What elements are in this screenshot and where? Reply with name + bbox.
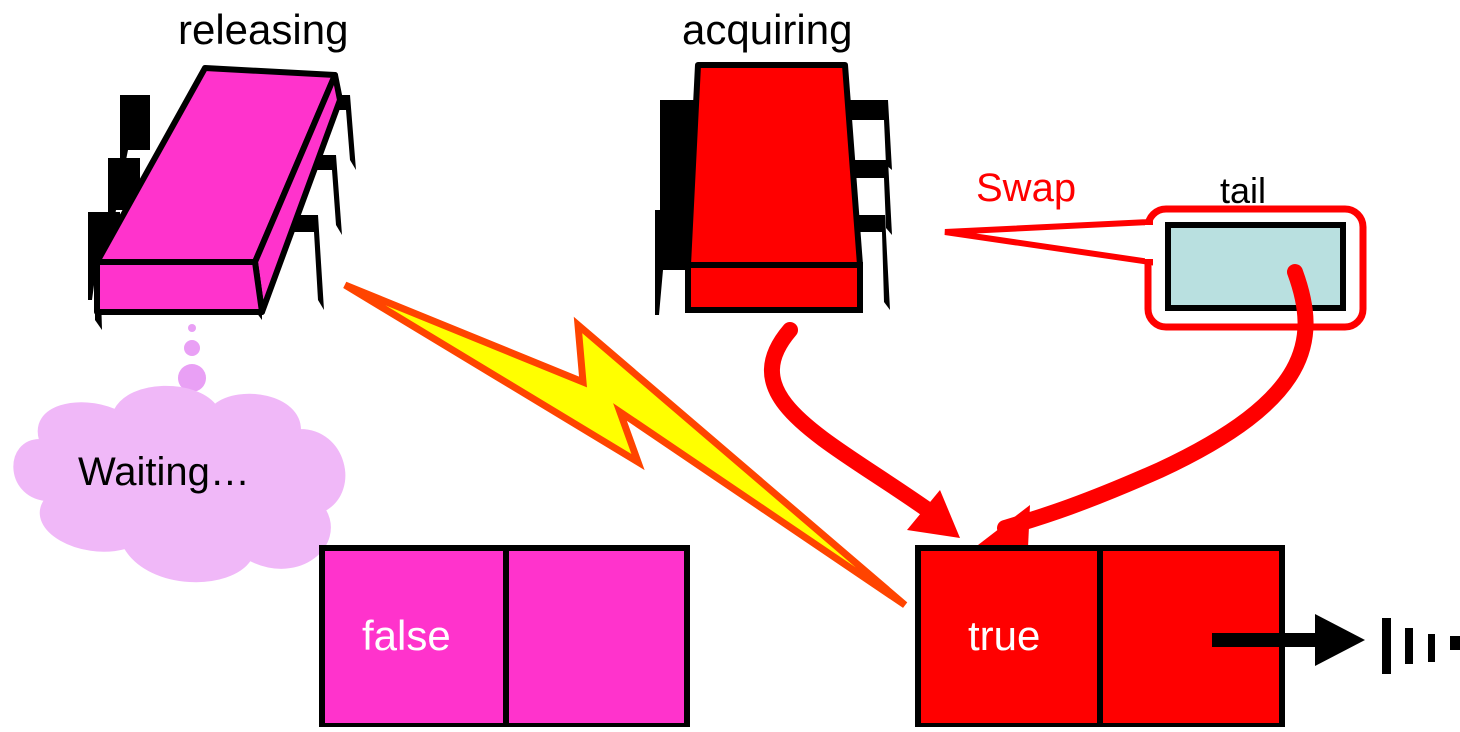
thought-bubble-dots: [178, 324, 206, 392]
false-flag-text: false: [362, 612, 451, 659]
waiting-text: Waiting…: [78, 450, 250, 494]
arrows-to-true-qnode: [763, 264, 1314, 548]
thought-bubble-cloud: [13, 385, 346, 583]
null-ground-symbol: [1382, 618, 1460, 674]
releasing-thread-chip: [88, 65, 356, 330]
acquiring-label: acquiring: [682, 6, 853, 53]
swap-callout-pointer: [944, 218, 1153, 266]
releasing-label: releasing: [178, 6, 349, 53]
swap-callout-joint: [1145, 225, 1159, 259]
tail-to-qnode-arrowhead: [978, 505, 1030, 548]
lightning-bolt: [343, 281, 908, 608]
acquiring-thread-chip: [655, 62, 892, 315]
acquiring-to-qnode-arrow-shaft: [763, 322, 943, 523]
next-pointer-arrow: [1212, 614, 1365, 666]
tail-pointer-box: [1144, 205, 1367, 331]
acquiring-to-qnode-arrowhead: [907, 490, 960, 538]
true-flag-text: true: [968, 612, 1041, 659]
released-qnode: [319, 545, 690, 729]
tail-label: tail: [1220, 170, 1267, 211]
tail-to-qnode-arrow-shaft: [997, 264, 1314, 536]
swap-label: Swap: [976, 166, 1077, 210]
